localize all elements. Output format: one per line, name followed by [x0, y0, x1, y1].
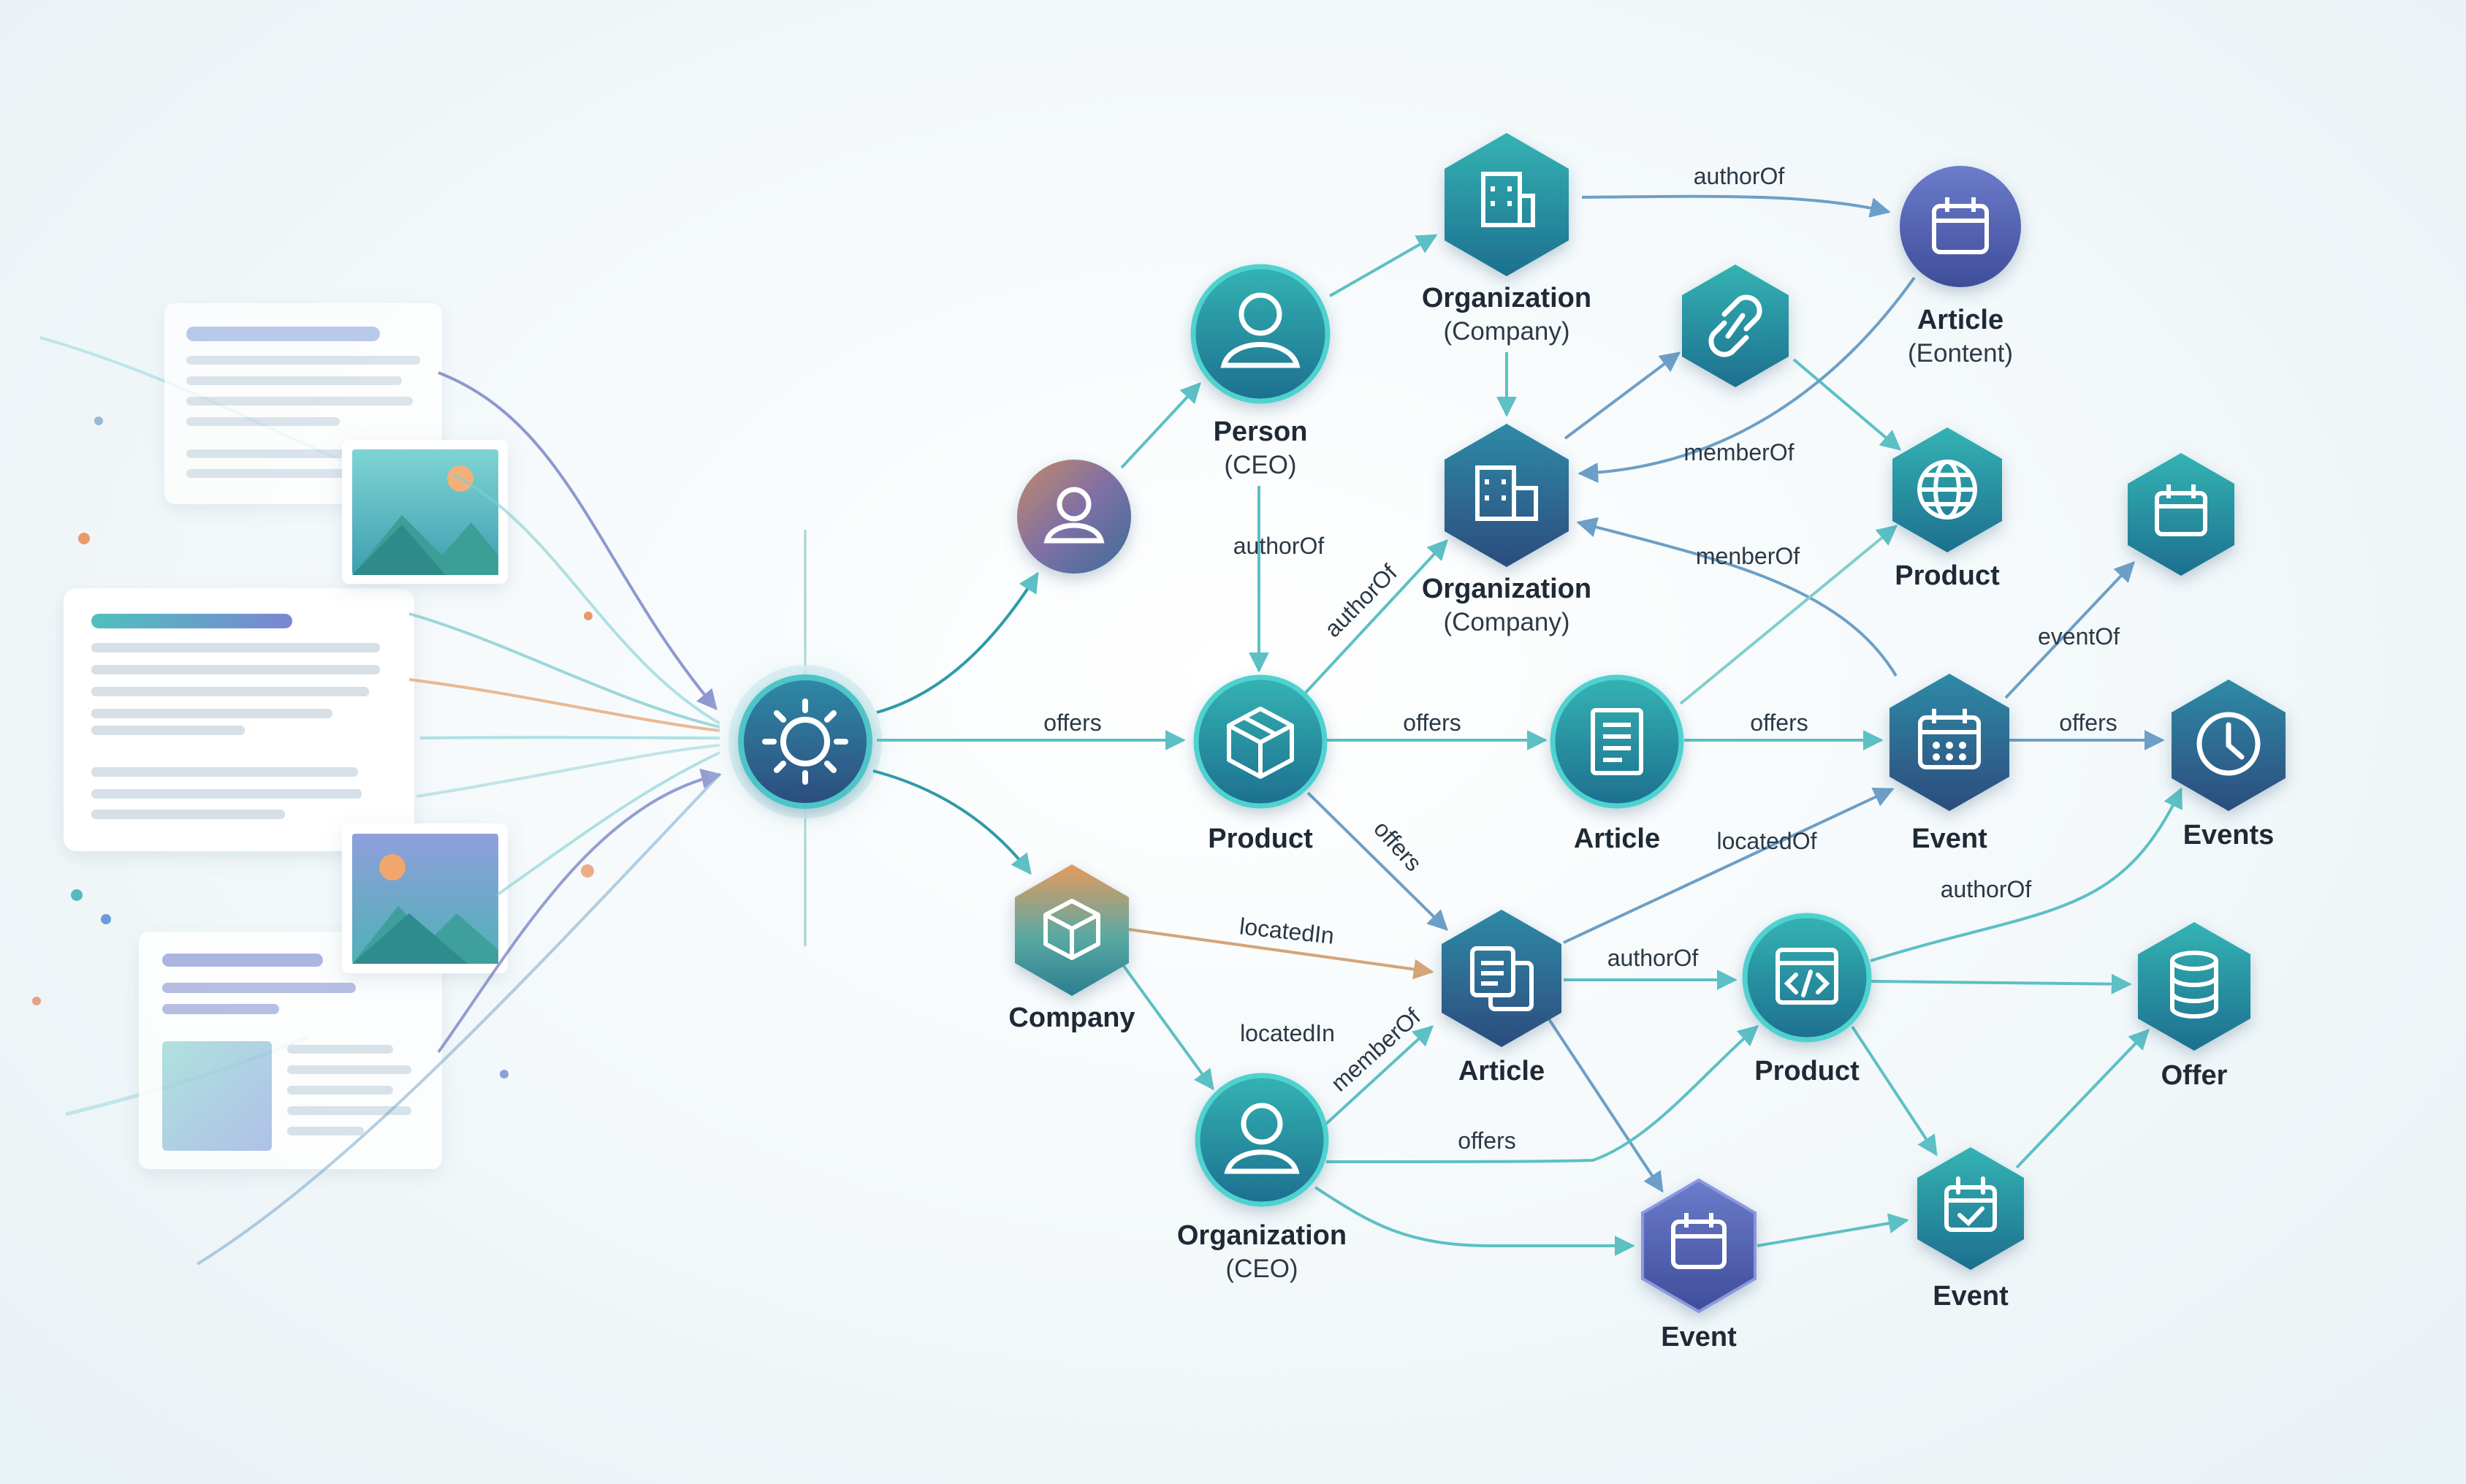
node-sublabel: (Eontent) — [1908, 339, 2013, 368]
code-window-icon — [1776, 948, 1838, 1005]
user-icon — [1220, 292, 1301, 368]
edge-label: eventOf — [2038, 623, 2120, 650]
edge-label: offers — [1458, 1127, 1515, 1154]
node-label: Organization — [1422, 283, 1591, 313]
event-node-center[interactable]: Event — [1890, 674, 2009, 854]
organization-ceo-node[interactable]: Organization (CEO) — [1177, 1073, 1347, 1283]
edge-label: offers — [1403, 709, 1461, 736]
edge-label: authorOf — [1607, 945, 1699, 971]
edge-hub-person — [876, 571, 1039, 714]
node-label: Product — [1208, 823, 1313, 854]
node-label: Event — [1661, 1322, 1737, 1352]
node-label: Article — [1574, 823, 1660, 854]
edges — [872, 194, 2183, 1256]
product-globe-node[interactable]: Product — [1892, 427, 2002, 591]
node-sublabel: (CEO) — [1224, 451, 1296, 479]
edge-label: offers — [1750, 709, 1808, 736]
image-thumbnail-1 — [342, 440, 508, 584]
document-icon — [1591, 708, 1643, 775]
article-node-center[interactable]: Article — [1550, 674, 1684, 854]
edge-label: locatedOf — [1717, 828, 1817, 854]
product-node-center[interactable]: Product — [1193, 674, 1328, 854]
edge-label: offers — [1369, 815, 1427, 876]
calendar-icon — [2155, 484, 2207, 536]
link-icon — [1708, 294, 1762, 357]
box-icon — [1043, 899, 1100, 960]
input-flow-lines — [196, 371, 722, 1266]
document-card-3 — [139, 932, 442, 1169]
image-thumbnail-2 — [342, 823, 508, 973]
building-icon — [1475, 465, 1538, 521]
node-sublabel: (CEO) — [1225, 1255, 1298, 1283]
calendar-check-icon — [1944, 1176, 1997, 1232]
calendar-grid-icon — [1918, 709, 1981, 769]
event-check-node[interactable]: Event — [1917, 1147, 2024, 1312]
node-label: Events — [2183, 820, 2275, 851]
edge-label: authorOf — [1694, 163, 1785, 189]
calendar-icon — [1932, 197, 1989, 254]
document-card-2 — [64, 588, 414, 851]
edge-label: offers — [2059, 709, 2117, 736]
node-sublabel: (Company) — [1443, 608, 1569, 636]
hub-node[interactable] — [699, 530, 911, 946]
database-icon — [2170, 951, 2218, 1019]
node-label: Event — [1911, 823, 1987, 854]
node-label: Person — [1214, 416, 1308, 447]
person-node-small[interactable] — [1017, 460, 1131, 574]
edge-label: locatedIn — [1240, 1020, 1335, 1046]
edge-label: offers — [1043, 709, 1101, 736]
event-node-bottom[interactable]: Event — [1641, 1178, 1757, 1352]
edge-label: memberOf — [1325, 1003, 1425, 1097]
organization-node-mid[interactable]: Organization (Company) — [1422, 424, 1591, 636]
globe-icon — [1917, 460, 1977, 520]
calendar-icon — [1671, 1213, 1727, 1269]
node-label: Organization — [1177, 1220, 1347, 1251]
node-label: Article — [1458, 1056, 1545, 1087]
article-node-low[interactable]: Article — [1442, 910, 1561, 1087]
building-icon — [1481, 172, 1535, 227]
gear-icon — [762, 699, 848, 785]
article-content-node[interactable]: Article (Eontent) — [1900, 166, 2021, 368]
organization-node-top[interactable]: Organization (Company) — [1422, 133, 1591, 346]
link-node[interactable] — [1682, 265, 1789, 387]
copy-icon — [1470, 946, 1534, 1011]
node-label: Company — [1008, 1002, 1135, 1033]
events-clock-node[interactable]: Events — [2172, 680, 2286, 851]
edge-label: menberOf — [1696, 543, 1800, 569]
calendar-node-right[interactable] — [2128, 453, 2234, 576]
node-label: Product — [1754, 1056, 1860, 1087]
clock-icon — [2196, 712, 2261, 776]
edge-label: authorOf — [1233, 533, 1325, 559]
edge-label: locatedIn — [1238, 913, 1336, 948]
person-ceo-node[interactable]: Person (CEO) — [1190, 264, 1331, 479]
box-icon — [1227, 707, 1294, 779]
node-sublabel: (Company) — [1443, 317, 1569, 346]
node-label: Organization — [1422, 574, 1591, 604]
node-label: Offer — [2161, 1060, 2228, 1091]
product-node-low[interactable]: Product — [1742, 913, 1872, 1087]
node-label: Article — [1917, 305, 2003, 335]
edge-hub-company — [872, 769, 1032, 875]
user-icon — [1224, 1103, 1300, 1174]
source-documents — [32, 303, 722, 1266]
edge-label: authorOf — [1941, 876, 2032, 902]
user-icon — [1043, 487, 1105, 544]
node-label: Product — [1895, 560, 2000, 591]
node-label: Event — [1933, 1281, 2009, 1312]
company-node[interactable]: Company — [1008, 864, 1135, 1033]
edge-label: memberOf — [1683, 439, 1794, 465]
offer-node[interactable]: Offer — [2138, 922, 2250, 1091]
